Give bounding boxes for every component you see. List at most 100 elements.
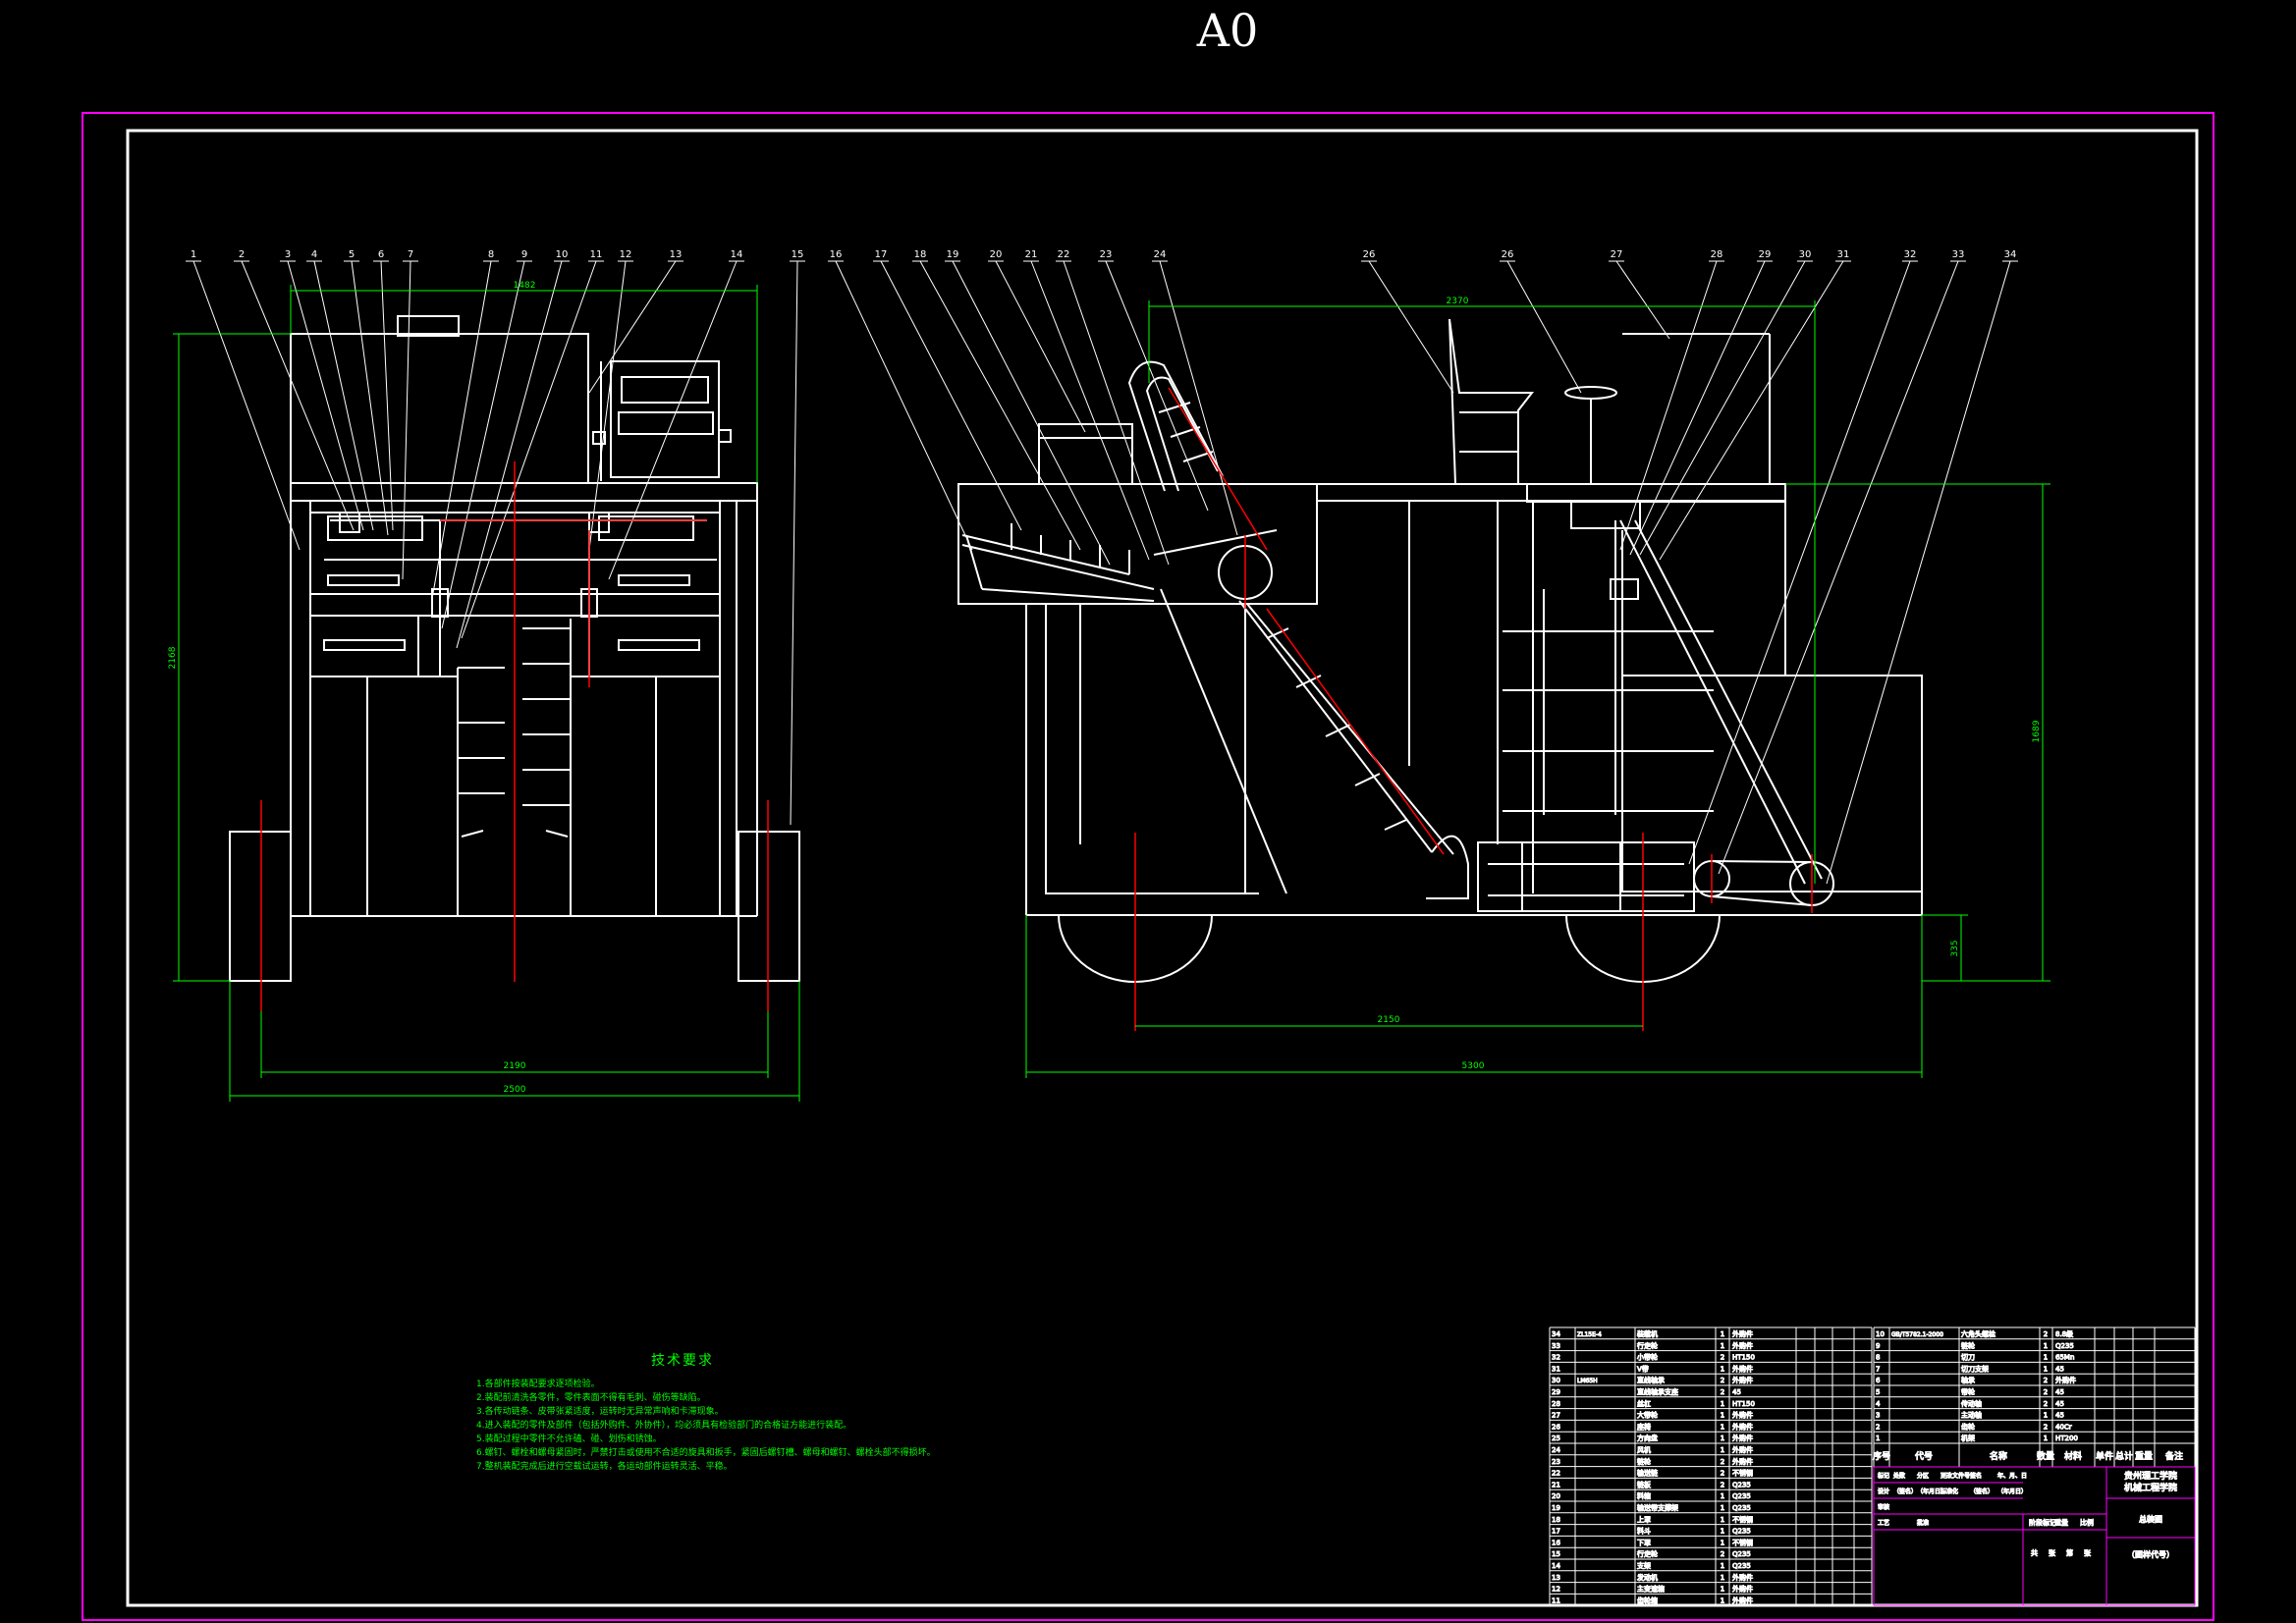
callout-number: 27	[1611, 249, 1623, 260]
inner-frame	[126, 129, 2199, 1607]
callout-number: 6	[378, 249, 384, 260]
bom-index: 29	[1552, 1388, 1560, 1396]
callout-leader	[1619, 260, 1718, 551]
sign-cell: 分区	[1917, 1472, 1929, 1480]
bom-name: 方向盘	[1637, 1434, 1658, 1442]
callout-leader	[790, 260, 798, 826]
front-view-centerlines	[260, 461, 769, 1011]
bom-index: 1	[1876, 1434, 1880, 1442]
bom-index: 14	[1552, 1562, 1560, 1570]
callout-number: 5	[349, 249, 355, 260]
bom-index: 26	[1552, 1423, 1560, 1431]
bom-index: 11	[1552, 1596, 1560, 1604]
front-view-dimensions	[173, 285, 800, 1102]
bom-qty: 2	[1721, 1458, 1724, 1466]
bom-qty: 2	[1721, 1470, 1724, 1478]
sheet-size-label: A0	[1196, 4, 1259, 57]
bom-qty: 2	[1721, 1388, 1724, 1396]
bom-header: 备注	[2165, 1450, 2183, 1462]
callout-number: 7	[408, 249, 413, 260]
callout-number: 21	[1025, 249, 1038, 260]
bom-index: 31	[1552, 1365, 1560, 1373]
note-line: 7.整机装配完成后进行空载试运转，各运动部件运转灵活、平稳。	[476, 1462, 733, 1472]
sign-cell: 标记	[1878, 1472, 1889, 1480]
callout-number: 9	[521, 249, 527, 260]
bom-index: 2	[1876, 1423, 1880, 1431]
bom-qty: 1	[1721, 1365, 1724, 1373]
bom-index: 18	[1552, 1516, 1560, 1524]
sign-cell: （签名）	[1970, 1488, 1994, 1495]
bom-header: 序号	[1873, 1450, 1890, 1462]
bom-name: 主动轴	[1961, 1411, 1982, 1420]
bom-name: 切刀支架	[1961, 1364, 1989, 1373]
bom-qty: 2	[2044, 1400, 2048, 1408]
callout-number: 3	[285, 249, 291, 260]
bom-name: 链轮	[1961, 1341, 1975, 1350]
bom-name: 轴承	[1961, 1376, 1975, 1384]
note-line: 3.各传动链条、皮带张紧适度，运转时无异常声响和卡滞现象。	[476, 1407, 724, 1417]
bom-index: 20	[1552, 1492, 1560, 1500]
dim-front-top: 1482	[514, 281, 536, 291]
side-view-dimensions	[1025, 300, 2050, 1078]
bom-material: 45	[2055, 1388, 2064, 1396]
dim-side-height: 1689	[2032, 720, 2042, 742]
bom-name: 座椅	[1637, 1422, 1651, 1431]
bom-qty: 1	[1721, 1330, 1724, 1338]
sign-cell: 设计	[1878, 1488, 1889, 1495]
callout-leader	[1639, 260, 1806, 556]
note-line: 2.装配前清洗各零件，零件表面不得有毛刺、碰伤等缺陷。	[476, 1393, 706, 1403]
sign-cell: 签名	[1970, 1472, 1982, 1480]
callout-number: 16	[830, 249, 843, 260]
bom-header: 代号	[1915, 1451, 1933, 1462]
callout-leader	[441, 260, 525, 629]
callout-leader	[880, 260, 1022, 531]
bom-name: 行走轮	[1637, 1549, 1658, 1558]
bom-name: 带轮	[1961, 1387, 1975, 1396]
bom-material: Q235	[1732, 1504, 1751, 1512]
bom-index: 16	[1552, 1539, 1560, 1546]
bom-name: 行走轮	[1637, 1341, 1658, 1350]
callout-leader	[313, 260, 374, 531]
bom-index: 27	[1552, 1412, 1560, 1420]
callout-number: 19	[947, 249, 959, 260]
bom-code: LM65H	[1577, 1378, 1598, 1384]
sign-cell: 标准化	[1941, 1488, 1958, 1495]
bom-header: 单件	[2096, 1450, 2113, 1462]
callout-leader	[351, 260, 389, 536]
bom-name: 主变速箱	[1637, 1585, 1665, 1594]
bom-material: HT150	[1732, 1400, 1755, 1408]
bom-name: 丝杠	[1637, 1399, 1651, 1408]
bom-name: V带	[1637, 1365, 1649, 1373]
bom-qty: 2	[1721, 1377, 1724, 1384]
callout-number: 24	[1154, 249, 1167, 260]
callout-number: 28	[1711, 249, 1723, 260]
callout-number: 10	[556, 249, 569, 260]
bom-index: 5	[1876, 1388, 1880, 1396]
callout-leader	[1159, 260, 1238, 536]
bom-name: 直线轴承支座	[1637, 1387, 1678, 1396]
bom-index: 15	[1552, 1550, 1560, 1558]
sheet-count-cell: 共	[2031, 1548, 2038, 1557]
dim-front-track-inner: 2190	[504, 1061, 526, 1071]
bom-qty: 2	[2044, 1377, 2048, 1384]
callout-number: 1	[191, 249, 196, 260]
bom-name: 链轮	[1637, 1457, 1651, 1466]
side-view-centerlines	[1134, 387, 1813, 1031]
bom-name: 发动机	[1637, 1573, 1658, 1582]
callout-number: 22	[1058, 249, 1070, 260]
callout-number: 18	[914, 249, 927, 260]
bom-qty: 1	[1721, 1504, 1724, 1512]
bom-index: 25	[1552, 1434, 1560, 1442]
callout-number: 32	[1904, 249, 1917, 260]
callout-number: 8	[488, 249, 494, 260]
callout-leader	[608, 260, 738, 580]
callout-leader	[1506, 260, 1582, 394]
bom-qty: 1	[1721, 1446, 1724, 1454]
drawing-name: 总装图	[2139, 1514, 2162, 1524]
bom-material: 8.8级	[2055, 1329, 2073, 1338]
bom-material: 外购件	[1732, 1457, 1753, 1466]
bom-qty: 1	[2044, 1354, 2048, 1362]
callout-leader	[1629, 260, 1766, 556]
bom-material: 不锈钢	[1732, 1515, 1753, 1524]
stage-cell: 阶段标记	[2029, 1518, 2056, 1527]
